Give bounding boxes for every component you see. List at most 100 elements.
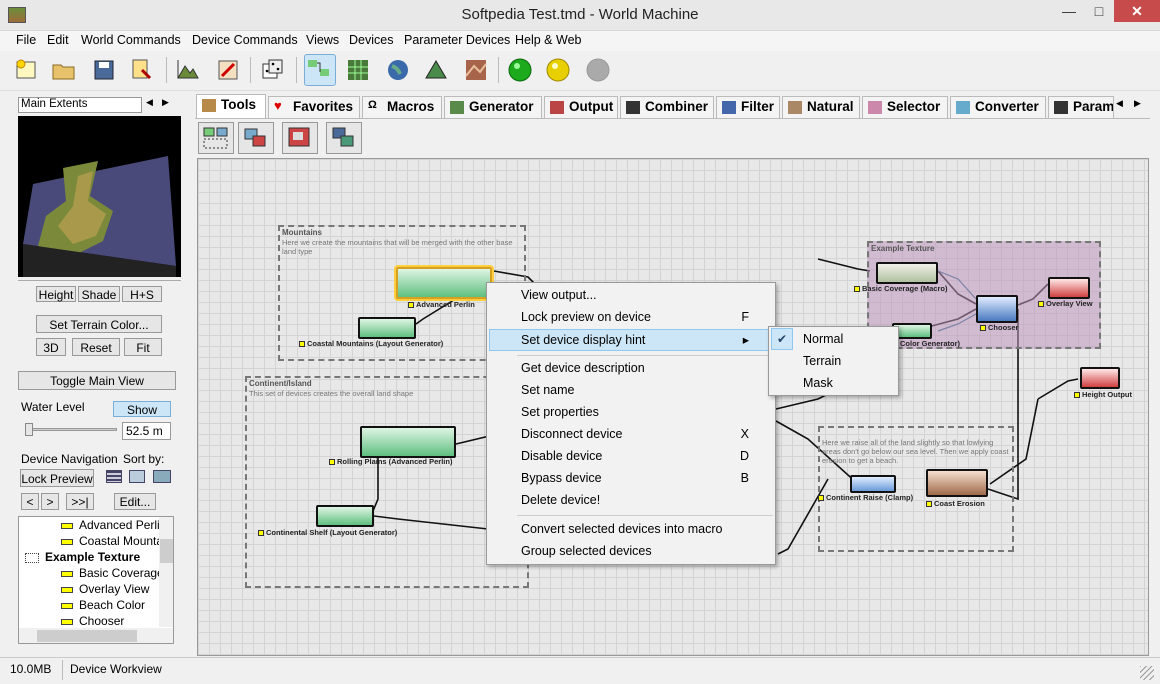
tab-tools[interactable]: Tools — [196, 94, 266, 118]
toggle-main-view-button[interactable]: Toggle Main View — [18, 371, 176, 390]
height-view-button[interactable]: Height — [36, 286, 76, 302]
shade-view-button[interactable]: Shade — [78, 286, 120, 302]
hint-mask[interactable]: Mask — [803, 376, 833, 390]
menu-edit[interactable]: Edit — [47, 33, 69, 47]
tool-portal-icon[interactable] — [326, 122, 362, 154]
device-workview-icon[interactable] — [304, 54, 336, 86]
device-rolling-plains[interactable] — [360, 426, 456, 458]
menu-devices[interactable]: Devices — [349, 33, 394, 47]
water-show-button[interactable]: Show — [113, 401, 171, 417]
tree-item[interactable]: Example Texture — [25, 549, 140, 565]
terrain-settings-icon[interactable] — [214, 56, 242, 84]
tab-converter[interactable]: Converter — [950, 96, 1046, 118]
extents-next-arrow[interactable]: ▶ — [162, 97, 169, 107]
tree-item[interactable]: Coastal Mountains — [61, 533, 173, 549]
extents-prev-arrow[interactable]: ◀ — [146, 97, 153, 107]
device-continental-shelf[interactable] — [316, 505, 374, 527]
sort-list-icon[interactable] — [106, 470, 122, 483]
new-world-icon[interactable] — [12, 56, 40, 84]
tool-ungroup-icon[interactable] — [238, 122, 274, 154]
lock-preview-button[interactable]: Lock Preview — [20, 469, 94, 487]
tree-vscroll[interactable] — [159, 517, 173, 627]
sort-grid-icon[interactable] — [153, 470, 171, 483]
tool-group-icon[interactable] — [198, 122, 234, 154]
tree-item[interactable]: Advanced Perlin — [61, 517, 166, 533]
tree-item[interactable]: Overlay View — [61, 581, 149, 597]
layout-view-icon[interactable] — [344, 56, 372, 84]
tab-favorites[interactable]: ♥Favorites — [268, 96, 360, 118]
menu-world-commands[interactable]: World Commands — [81, 33, 181, 47]
edit-button[interactable]: Edit... — [114, 493, 156, 510]
tab-output[interactable]: Output — [544, 96, 618, 118]
terrain-view-icon[interactable] — [174, 56, 202, 84]
reset-button[interactable]: Reset — [72, 338, 120, 356]
set-terrain-color-button[interactable]: Set Terrain Color... — [36, 315, 162, 333]
tree-vscroll-thumb[interactable] — [160, 539, 173, 563]
nav-back-button[interactable]: < — [21, 493, 39, 510]
2d-view-icon[interactable] — [422, 56, 450, 84]
device-advanced-perlin[interactable] — [396, 267, 492, 299]
hint-normal[interactable]: Normal — [803, 332, 844, 346]
tree-item[interactable]: Basic Coverage — [61, 565, 164, 581]
save-icon[interactable] — [90, 56, 118, 84]
menu-parameter-devices[interactable]: Parameter Devices — [404, 33, 511, 47]
device-overlay-view[interactable] — [1048, 277, 1090, 299]
device-continent-raise[interactable] — [850, 475, 896, 493]
tab-filter[interactable]: Filter — [716, 96, 780, 118]
water-slider-thumb[interactable] — [25, 423, 33, 436]
build-stop-icon[interactable] — [584, 56, 612, 84]
sort-tree-icon[interactable] — [129, 470, 145, 483]
fit-button[interactable]: Fit — [124, 338, 162, 356]
menu-help-web[interactable]: Help & Web — [515, 33, 582, 47]
tree-item[interactable]: Chooser — [61, 613, 124, 629]
menu-group-devices[interactable]: Group selected devices — [521, 544, 652, 558]
terrain-preview[interactable] — [18, 116, 181, 277]
tab-selector[interactable]: Selector — [862, 96, 948, 118]
device-coastal-mountains[interactable] — [358, 317, 416, 339]
maximize-button[interactable]: □ — [1094, 3, 1104, 19]
3d-view-icon[interactable] — [384, 56, 412, 84]
menu-set-properties[interactable]: Set properties — [521, 405, 599, 419]
texture-view-icon[interactable] — [462, 56, 490, 84]
build-yellow-icon[interactable] — [544, 56, 572, 84]
3d-button[interactable]: 3D — [36, 338, 66, 356]
menu-device-commands[interactable]: Device Commands — [192, 33, 298, 47]
menu-set-display-hint[interactable]: Set device display hint▸ — [521, 333, 749, 347]
tool-route-icon[interactable] — [282, 122, 318, 154]
resize-grip[interactable] — [1140, 666, 1154, 680]
device-chooser[interactable] — [976, 295, 1018, 323]
tab-combiner[interactable]: Combiner — [620, 96, 714, 118]
tree-hscroll[interactable] — [19, 628, 173, 643]
minimize-button[interactable]: — — [1062, 3, 1076, 19]
tab-natural[interactable]: Natural — [782, 96, 860, 118]
tree-item[interactable]: Beach Color — [61, 597, 145, 613]
group-erosion[interactable]: Here we raise all of the land slightly s… — [818, 426, 1014, 552]
device-coast-erosion[interactable] — [926, 469, 988, 497]
menu-convert-to-macro[interactable]: Convert selected devices into macro — [521, 522, 723, 536]
menu-get-description[interactable]: Get device description — [521, 361, 645, 375]
hint-terrain[interactable]: Terrain — [803, 354, 842, 368]
save-as-icon[interactable] — [128, 56, 156, 84]
hs-view-button[interactable]: H+S — [122, 286, 162, 302]
tabs-scroll-left[interactable]: ◀ — [1116, 98, 1123, 108]
water-level-slider[interactable] — [25, 428, 117, 431]
water-level-input[interactable]: 52.5 m — [122, 422, 171, 440]
build-green-icon[interactable] — [506, 56, 534, 84]
menu-file[interactable]: File — [16, 33, 37, 47]
tree-hscroll-thumb[interactable] — [37, 630, 137, 642]
menu-views[interactable]: Views — [306, 33, 340, 47]
device-basic-coverage[interactable] — [876, 262, 938, 284]
extents-select[interactable]: Main Extents — [18, 97, 142, 113]
menu-delete-device[interactable]: Delete device! — [521, 493, 601, 507]
menu-view-output[interactable]: View output... — [521, 288, 597, 302]
tabs-scroll-right[interactable]: ▶ — [1134, 98, 1141, 108]
device-height-output[interactable] — [1080, 367, 1120, 389]
nav-forward-button[interactable]: > — [41, 493, 59, 510]
close-button[interactable]: ✕ — [1114, 0, 1160, 22]
randomize-dice-icon[interactable] — [258, 56, 286, 84]
